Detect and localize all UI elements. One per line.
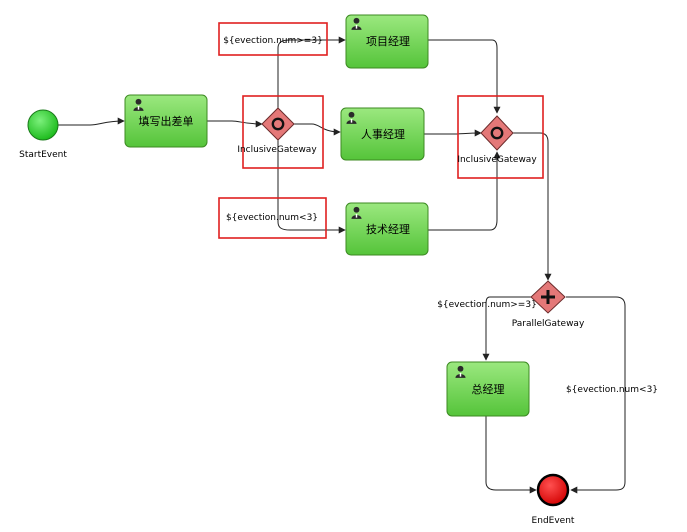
- task-general-manager[interactable]: 总经理: [446, 361, 530, 417]
- circle-marker-icon: [490, 126, 504, 140]
- plus-marker-icon: [541, 290, 555, 304]
- flow-project-to-gw2: [428, 39, 501, 114]
- circle-marker-icon: [271, 117, 285, 131]
- condition-label: ${evection.num<3}: [226, 213, 318, 223]
- highlight-gateway-right: [457, 95, 544, 179]
- gateway-label: InclusiveGateway: [457, 155, 537, 165]
- task-label: 填写出差单: [139, 114, 194, 128]
- flow-gw2-to-gw3: [513, 132, 552, 281]
- flow-gw3-to-gm: [482, 296, 531, 361]
- sequence-flows: [57, 36, 626, 494]
- start-event-label: StartEvent: [19, 150, 67, 160]
- flow-fill-to-gw1: [207, 120, 263, 128]
- condition-label: ${evection.num>=3}: [437, 300, 537, 310]
- inclusive-gateway-join[interactable]: [480, 115, 514, 151]
- highlight-condition-top: [218, 22, 328, 56]
- parallel-gateway[interactable]: [530, 280, 566, 314]
- highlight-condition-bottom: [218, 197, 327, 239]
- flow-tech-to-gw2: [428, 151, 501, 231]
- highlight-boxes: [218, 22, 544, 239]
- flow-gw1-to-project: [277, 36, 346, 108]
- task-fill-form[interactable]: 填写出差单: [124, 94, 208, 148]
- flow-gw1-to-tech: [277, 140, 346, 234]
- task-label: 总经理: [472, 382, 505, 396]
- gateway-label: InclusiveGateway: [237, 145, 317, 155]
- flow-gw3-to-end: [566, 296, 626, 494]
- task-label: 技术经理: [366, 223, 410, 236]
- end-event-label: EndEvent: [532, 516, 575, 526]
- task-hr-manager[interactable]: 人事经理: [340, 107, 425, 161]
- condition-label: ${evection.num<3}: [566, 385, 658, 395]
- task-label: 项目经理: [366, 35, 410, 48]
- highlight-gateway-left: [242, 95, 324, 169]
- condition-label: ${evection.num>=3}: [223, 36, 323, 46]
- task-label: 人事经理: [361, 128, 405, 141]
- flow-hr-to-gw2: [424, 129, 482, 137]
- task-project-manager[interactable]: 项目经理: [345, 14, 429, 69]
- start-event[interactable]: [27, 109, 59, 141]
- gateway-label: ParallelGateway: [512, 319, 585, 329]
- end-event[interactable]: [536, 473, 570, 507]
- flow-gm-to-end: [485, 416, 537, 494]
- flow-start-to-fill: [57, 117, 125, 126]
- task-tech-manager[interactable]: 技术经理: [345, 202, 429, 256]
- flow-gw1-to-hr: [293, 123, 341, 136]
- inclusive-gateway-split[interactable]: [261, 107, 295, 141]
